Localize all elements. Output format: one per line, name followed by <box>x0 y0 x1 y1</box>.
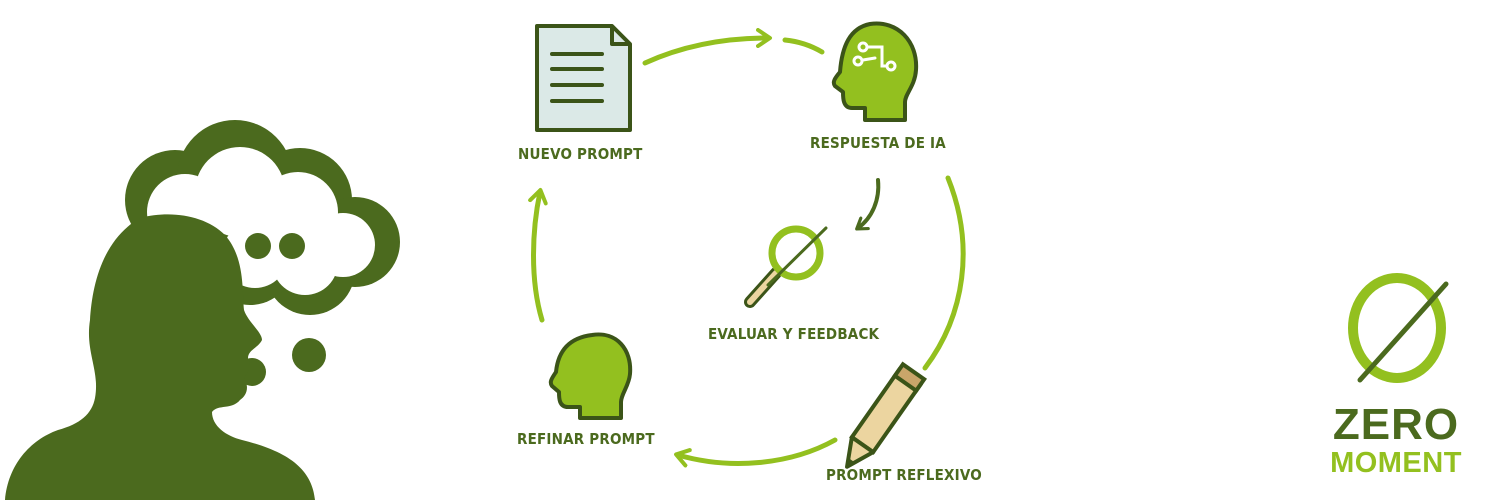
label-prompt-reflexivo: PROMPT REFLEXIVO <box>826 466 982 484</box>
arc-segment-top-right <box>782 37 825 55</box>
arrow-nuevo-to-respuesta <box>642 28 772 66</box>
magnifier-icon <box>744 225 828 308</box>
cycle-arrows <box>528 28 966 468</box>
head-profile-icon <box>548 332 633 420</box>
arc-respuesta-to-reflexivo <box>922 175 966 371</box>
arrow-refinar-to-nuevo <box>528 188 548 323</box>
thought-bubbles <box>229 233 326 389</box>
document-icon <box>535 24 632 132</box>
arrow-respuesta-to-evaluar <box>855 178 881 231</box>
label-evaluar-feedback: EVALUAR Y FEEDBACK <box>708 325 880 343</box>
label-nuevo-prompt: NUEVO PROMPT <box>518 145 643 163</box>
label-refinar-prompt: REFINAR PROMPT <box>517 430 655 448</box>
logo-text-moment: MOMENT <box>1330 447 1462 479</box>
person-silhouette <box>5 214 315 500</box>
zero-moment-logo-icon <box>1348 273 1449 383</box>
ai-head-circuit-icon <box>831 21 919 122</box>
thinking-person-illustration <box>5 120 400 500</box>
pencil-icon <box>845 361 927 469</box>
arrow-reflexivo-to-refinar <box>674 437 838 468</box>
label-respuesta-ia: RESPUESTA DE IA <box>810 134 946 152</box>
logo-text-zero: ZERO <box>1332 400 1460 449</box>
